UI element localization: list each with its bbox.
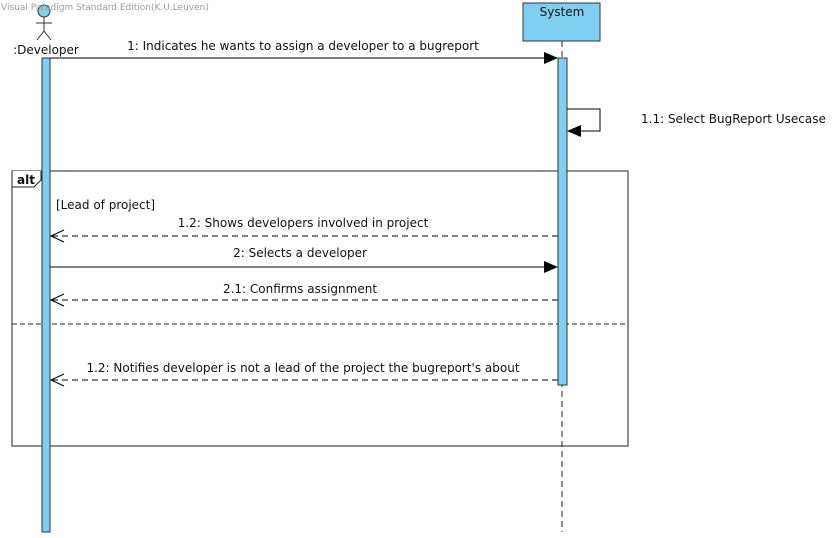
- alt-operator-label: alt: [17, 173, 35, 187]
- watermark-text: Visual Paradigm Standard Edition(K.U.Leu…: [1, 3, 209, 13]
- message-1-2-else-label: 1.2: Notifies developer is not a lead of…: [86, 361, 519, 375]
- alt-fragment-frame: [11, 170, 629, 447]
- message-1-2-label: 1.2: Shows developers involved in projec…: [178, 216, 429, 230]
- filled-arrowhead-icon: [544, 52, 558, 64]
- filled-arrowhead-icon: [544, 261, 558, 273]
- developer-participant-label: :Developer: [13, 43, 79, 57]
- message-1-label: 1: Indicates he wants to assign a develo…: [127, 39, 479, 53]
- developer-actor-icon: [36, 4, 52, 41]
- alt-fragment-tab: [11, 171, 42, 188]
- alt-guard-label: [Lead of project]: [56, 198, 155, 212]
- developer-activation-bar: [41, 57, 51, 533]
- system-activation-bar: [557, 57, 568, 386]
- message-1: 1: Indicates he wants to assign a develo…: [50, 39, 558, 64]
- open-arrowhead-icon: [49, 229, 65, 243]
- filled-arrowhead-icon: [567, 125, 581, 137]
- system-participant-label: System: [540, 5, 585, 19]
- message-1-1-label: 1.1: Select BugReport Usecase: [641, 112, 826, 126]
- system-participant-box: [522, 2, 601, 42]
- message-2-label: 2: Selects a developer: [233, 246, 367, 260]
- alt-fragment: alt [Lead of project]: [11, 170, 629, 447]
- open-arrowhead-icon: [49, 373, 65, 387]
- message-1-1: 1.1: Select BugReport Usecase: [567, 108, 826, 137]
- message-2-1-label: 2.1: Confirms assignment: [223, 282, 377, 296]
- open-arrowhead-icon: [49, 293, 65, 307]
- message-1-2-else: 1.2: Notifies developer is not a lead of…: [49, 361, 558, 387]
- message-2-1: 2.1: Confirms assignment: [49, 282, 558, 307]
- message-1-2: 1.2: Shows developers involved in projec…: [49, 216, 558, 243]
- message-2: 2: Selects a developer: [50, 246, 558, 273]
